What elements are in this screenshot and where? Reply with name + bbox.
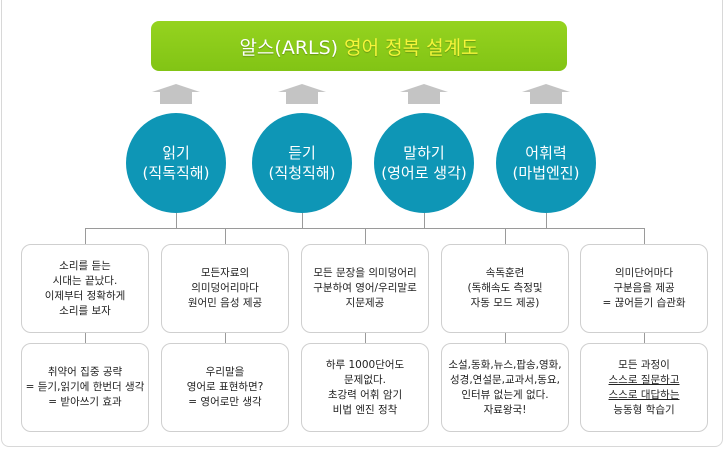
circle-label: (영어로 생각) bbox=[381, 164, 467, 182]
circle-label: (마법엔진) bbox=[512, 164, 580, 182]
box-text-line: 스스로 질문하고 bbox=[608, 373, 680, 386]
circle-label: 어휘력 bbox=[525, 144, 567, 162]
box-text-line: 소리를 보자 bbox=[59, 304, 111, 317]
box-text-line: 인터뷰 없는게 없다. bbox=[461, 388, 549, 401]
connector-line bbox=[505, 228, 506, 244]
up-arrow-icon bbox=[152, 84, 200, 104]
skill-circle: 어휘력 (마법엔진) bbox=[496, 113, 596, 213]
diagram-title: 알스(ARLS)영어 정복 설계도 bbox=[151, 21, 567, 71]
box-text-line: 모든 문장을 의미덩어리 bbox=[313, 267, 417, 279]
connector-line bbox=[505, 333, 506, 343]
connector-line bbox=[85, 228, 86, 244]
box-text-line: 영어로 표현하면? bbox=[186, 381, 264, 393]
box-text-line: 능동형 학습기 bbox=[613, 403, 675, 416]
box-text-line: 우리말을 bbox=[205, 366, 245, 378]
circle-label: (직청직해) bbox=[268, 164, 336, 182]
skill-circle: 듣기 (직청직해) bbox=[252, 113, 352, 213]
box-text-line: (독해속도 측정및 bbox=[467, 282, 543, 294]
box-text-line: 비법 엔진 정착 bbox=[332, 403, 398, 416]
box-text-line: 문제없다. bbox=[344, 373, 386, 386]
box-text-line: 의미단어마다 bbox=[615, 267, 673, 279]
box-text-line: 지문제공 bbox=[345, 297, 385, 309]
skill-circle: 말하기 (영어로 생각) bbox=[374, 113, 474, 213]
box-text-line: 자료왕국! bbox=[483, 403, 527, 416]
box-text-line: 하루 1000단어도 bbox=[325, 358, 405, 371]
box-text-line: 모든 과정이 bbox=[618, 358, 670, 371]
connector-line bbox=[365, 333, 366, 343]
box-text-line: 모든자료의 bbox=[200, 267, 250, 279]
up-arrow-icon bbox=[278, 84, 326, 104]
box-text-line: 속독훈련 bbox=[485, 267, 525, 279]
box-text-line: 이제부터 정확하게 bbox=[44, 289, 126, 302]
connector-line bbox=[424, 213, 425, 228]
box-text-line: 취약어 집중 공략 bbox=[47, 366, 123, 378]
box-text-line: = 듣기,읽기에 한번더 생각 bbox=[25, 381, 145, 393]
circle-label: 듣기 bbox=[288, 144, 316, 162]
connector-line bbox=[225, 228, 226, 244]
box-text-line: 소리를 듣는 bbox=[59, 259, 111, 272]
title-brand: 알스(ARLS) bbox=[239, 36, 339, 59]
box-text-line: 스스로 대답하는 bbox=[608, 388, 680, 401]
connector-line bbox=[546, 213, 547, 228]
up-arrow-icon bbox=[400, 84, 448, 104]
box-text-line: = 받아쓰기 효과 bbox=[48, 396, 122, 408]
box-text-line: 구분하여 영어/우리말로 bbox=[313, 282, 417, 294]
box-text-line: 구분음을 제공 bbox=[613, 282, 675, 294]
connector-line bbox=[176, 213, 177, 228]
circle-label: 읽기 bbox=[162, 144, 190, 162]
connector-line bbox=[225, 333, 226, 343]
connector-line bbox=[85, 333, 86, 343]
up-arrow-icon bbox=[522, 84, 570, 104]
connector-line bbox=[644, 228, 645, 244]
box-text-line: 시대는 끝났다. bbox=[52, 274, 118, 287]
connector-line bbox=[644, 333, 645, 343]
circle-label: (직독직해) bbox=[142, 164, 210, 182]
box-text-line: 성경,연설문,교과서,동요, bbox=[450, 373, 560, 386]
circle-label: 말하기 bbox=[403, 144, 445, 162]
connector-line bbox=[365, 228, 366, 244]
box-text-line: = 영어로만 생각 bbox=[188, 396, 262, 408]
box-text-line: 소설,동화,뉴스,팝송,영화, bbox=[448, 358, 562, 371]
box-text-line: 초강력 어휘 암기 bbox=[327, 388, 403, 401]
feature-box: 취약어 집중 공략 = 듣기,읽기에 한번더 생각 = 받아쓰기 효과 bbox=[21, 343, 149, 432]
box-text-line: 의미덩어리마다 bbox=[191, 282, 259, 294]
connector-line bbox=[302, 213, 303, 228]
skill-circle: 읽기 (직독직해) bbox=[126, 113, 226, 213]
box-text-line: = 끊어듣기 습관화 bbox=[602, 297, 686, 309]
title-highlight: 영어 정복 설계도 bbox=[344, 36, 479, 59]
box-text-line: 원어민 음성 제공 bbox=[187, 297, 263, 309]
box-text-line: 자동 모드 제공) bbox=[470, 297, 540, 309]
feature-box: 소설,동화,뉴스,팝송,영화, 성경,연설문,교과서,동요, 인터뷰 없는게 없다.… bbox=[441, 343, 569, 432]
